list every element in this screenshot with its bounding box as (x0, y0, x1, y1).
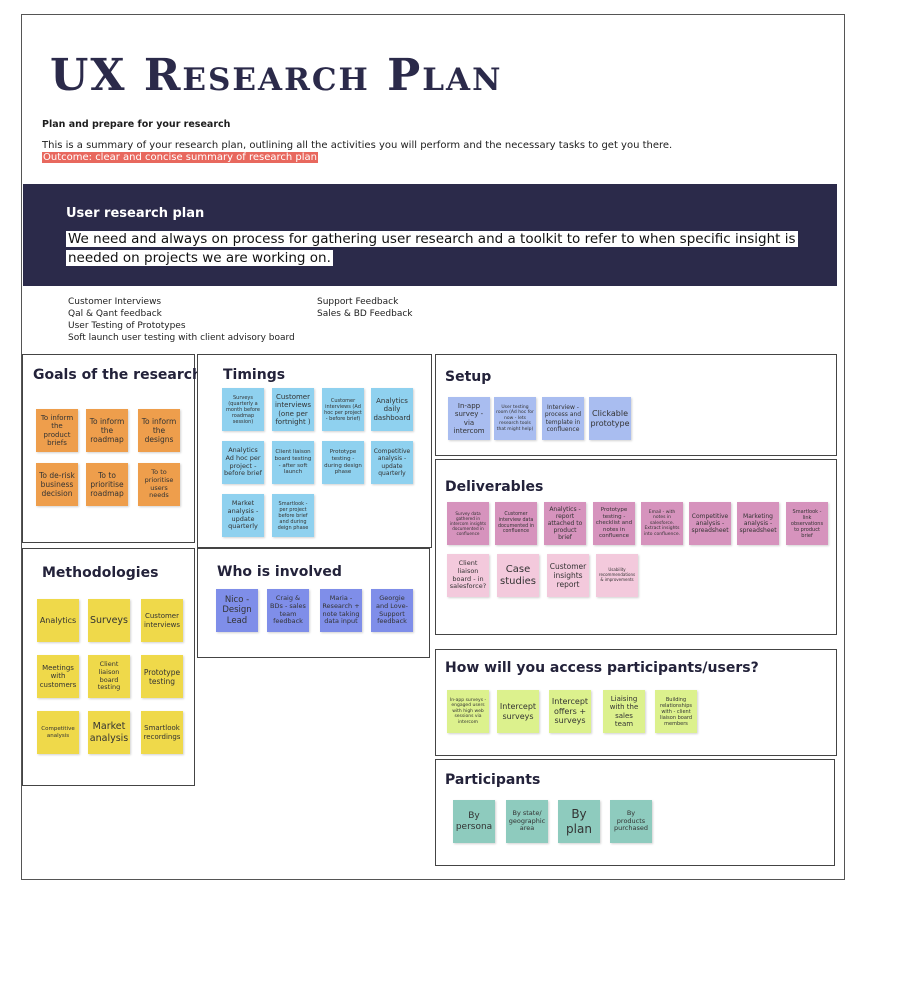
access-note[interactable]: Building relationships with - client lia… (655, 690, 697, 733)
setup-title: Setup (445, 369, 492, 385)
activity-item: Soft launch user testing with client adv… (68, 333, 295, 343)
deliverable-note[interactable]: Analytics - report attached to product b… (544, 502, 586, 545)
methodology-note[interactable]: Analytics (37, 599, 79, 642)
methodology-note[interactable]: Surveys (88, 599, 130, 642)
goal-note[interactable]: To to prioritise roadmap (86, 463, 128, 506)
deliverables-panel (435, 459, 837, 635)
deliverable-note[interactable]: Case studies (497, 554, 539, 597)
person-note[interactable]: Craig & BDs - sales team feedback (267, 589, 309, 632)
timing-note[interactable]: Analytics daily dashboard (371, 388, 413, 431)
methodology-note[interactable]: Meetings with customers (37, 655, 79, 698)
timing-note[interactable]: Analytics Ad hoc per project - before br… (222, 441, 264, 484)
deliverable-note[interactable]: Prototype testing - checklist and notes … (593, 502, 635, 545)
banner-text: We need and always on process for gather… (66, 230, 811, 268)
goal-note[interactable]: To inform the roadmap (86, 409, 128, 452)
methodology-note[interactable]: Smartlook recordings (141, 711, 183, 754)
goals-title: Goals of the research (33, 367, 203, 383)
page-subheading: Plan and prepare for your research (42, 119, 231, 130)
setup-note[interactable]: In-app survey - via intercom (448, 397, 490, 440)
methodology-note[interactable]: Competitive analysis (37, 711, 79, 754)
deliverable-note[interactable]: Marketing analysis - spreadsheet (737, 502, 779, 545)
participant-note[interactable]: By state/ geographic area (506, 800, 548, 843)
who-title: Who is involved (217, 564, 342, 580)
setup-note[interactable]: User testing room (Ad hoc for now - lets… (494, 397, 536, 440)
timing-note[interactable]: Customer interviews (one per fortnight ) (272, 388, 314, 431)
timing-note[interactable]: Smartlook - per project before brief and… (272, 494, 314, 537)
methodology-note[interactable]: Client liaison board testing (88, 655, 130, 698)
timing-note[interactable]: Customer interviews (Ad hoc per project … (322, 388, 364, 431)
deliverable-note[interactable]: Usability recommendations & improvements (596, 554, 638, 597)
deliverable-note[interactable]: Customer insights report (547, 554, 589, 597)
outcome-highlight: Outcome: clear and concise summary of re… (42, 152, 319, 163)
deliverable-note[interactable]: Email - with notes in salesforce. Extrac… (641, 502, 683, 545)
methodology-note[interactable]: Prototype testing (141, 655, 183, 698)
page-description: This is a summary of your research plan,… (42, 140, 673, 151)
goal-note[interactable]: To to prioritise users needs (138, 463, 180, 506)
page-title: UX Research Plan (50, 50, 503, 101)
activity-item: Support Feedback (317, 297, 399, 307)
setup-note[interactable]: Interview - process and template in conf… (542, 397, 584, 440)
activity-item: Customer Interviews (68, 297, 162, 307)
deliverable-note[interactable]: Survey data gathered in intercom insight… (447, 502, 489, 545)
methodology-note[interactable]: Market analysis (88, 711, 130, 754)
person-note[interactable]: Georgie and Love-Support feedback (371, 589, 413, 632)
access-note[interactable]: Intercept offers + surveys (549, 690, 591, 733)
deliverables-title: Deliverables (445, 479, 544, 495)
participant-note[interactable]: By products purchased (610, 800, 652, 843)
deliverable-note[interactable]: Competitive analysis - spreadsheet (689, 502, 731, 545)
activities-list-right: Support Feedback Sales & BD Feedback (317, 296, 413, 320)
timing-note[interactable]: Client liaison board testing - after sof… (272, 441, 314, 484)
deliverable-note[interactable]: Customer interview data documented in co… (495, 502, 537, 545)
timing-note[interactable]: Competitive analysis - update quarterly (371, 441, 413, 484)
participants-title: Participants (445, 772, 541, 788)
methodology-note[interactable]: Customer interviews (141, 599, 183, 642)
setup-note[interactable]: Clickable prototype (589, 397, 631, 440)
activity-item: Qal & Qant feedback (68, 309, 162, 319)
activity-item: User Testing of Prototypes (68, 321, 186, 331)
deliverable-note[interactable]: Smartlook - link observations to product… (786, 502, 828, 545)
person-note[interactable]: Nico - Design Lead (216, 589, 258, 632)
timing-note[interactable]: Surveys (quarterly a month before roadma… (222, 388, 264, 431)
timing-note[interactable]: Prototype testing - during design phase (322, 441, 364, 484)
access-note[interactable]: Liaising with the sales team (603, 690, 645, 733)
access-title: How will you access participants/users? (445, 660, 759, 676)
activities-list-left: Customer Interviews Qal & Qant feedback … (68, 296, 295, 344)
participant-note[interactable]: By plan (558, 800, 600, 843)
methodologies-title: Methodologies (42, 565, 159, 581)
goal-note[interactable]: To inform the product briefs (36, 409, 78, 452)
goal-note[interactable]: To inform the designs (138, 409, 180, 452)
timing-note[interactable]: Market analysis - update quarterly (222, 494, 264, 537)
banner-title: User research plan (66, 206, 205, 221)
participant-note[interactable]: By persona (453, 800, 495, 843)
banner-text-content: We need and always on process for gather… (66, 231, 798, 266)
access-note[interactable]: In-app surveys - engaged users with high… (447, 690, 489, 733)
access-note[interactable]: Intercept surveys (497, 690, 539, 733)
timings-title: Timings (223, 367, 286, 383)
person-note[interactable]: Maria - Research + note taking data inpu… (320, 589, 362, 632)
goal-note[interactable]: To de-risk business decision (36, 463, 78, 506)
deliverable-note[interactable]: Client liaison board - in salesforce? (447, 554, 489, 597)
activity-item: Sales & BD Feedback (317, 309, 413, 319)
